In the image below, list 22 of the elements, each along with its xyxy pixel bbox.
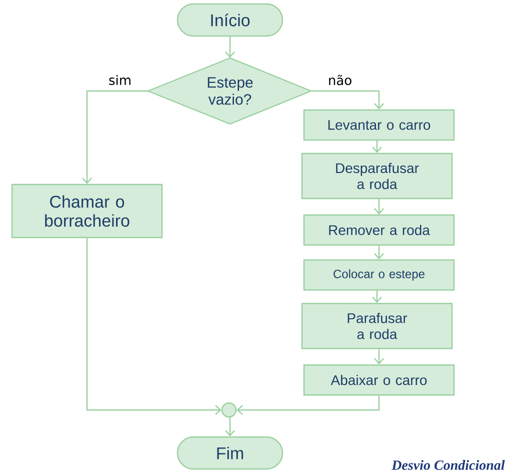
arrow (225, 418, 235, 436)
arrow (374, 246, 384, 260)
arrow (372, 290, 382, 303)
caption: Desvio Condicional (392, 460, 505, 470)
edge-label: não (326, 74, 354, 86)
arrow (236, 396, 380, 415)
process-box: Colocar o estepe (303, 259, 455, 291)
arrow (312, 90, 384, 110)
arrow (374, 199, 384, 214)
arrow (374, 349, 384, 364)
connector-circle (221, 402, 237, 418)
arrow (82, 90, 148, 184)
process-box: Chamar o borracheiro (11, 184, 163, 238)
arrow (225, 36, 235, 58)
process-box: Parafusar a roda (301, 302, 453, 350)
process-box: Levantar o carro (303, 109, 455, 141)
process-box: Abaixar o carro (303, 364, 455, 396)
arrow (86, 238, 222, 415)
edge-label: sim (107, 74, 133, 86)
process-box: Remover a roda (303, 214, 455, 246)
arrow (372, 140, 382, 153)
process-box: Desparafusar a roda (301, 152, 453, 200)
